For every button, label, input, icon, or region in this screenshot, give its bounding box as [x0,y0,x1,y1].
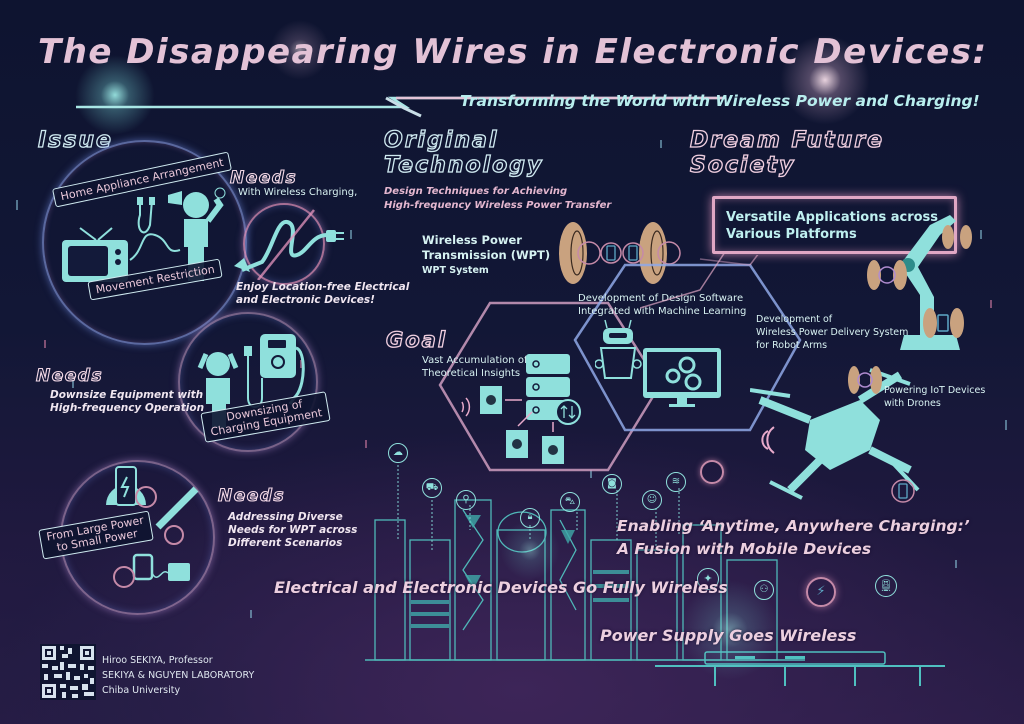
ai-robot-monitor-icon [595,319,721,407]
dream-heading-line-1: Dream Future [689,127,884,153]
streak [250,610,252,618]
credit-name: Hiroo SEKIYA, Professor [102,655,213,666]
versatile-line-1: Versatile Applications across [726,210,939,225]
streak [16,200,18,210]
dream-future-heading: Dream Future Society [689,127,884,178]
wpt-system-label: WPT System [422,265,489,276]
needs-2-line-2: High-frequency Operation [50,402,205,414]
poster-title: The Disappearing Wires in Electronic Dev… [38,32,988,72]
needs-heading-1: Needs [229,167,298,188]
glow-dot [780,35,870,125]
robot-line-2: Wireless Power Delivery System [756,327,909,338]
needs-heading-3: Needs [217,485,286,506]
goal-heading: Goal [385,327,448,352]
streak [1005,420,1007,430]
glow-dot [75,55,155,135]
camera-icon: ◙ [602,474,622,494]
robot-face-icon: ☺ [642,490,662,510]
tv-icon [62,227,128,282]
streak [930,50,932,58]
wpt-coils-icon [559,222,681,284]
wifi-icon: ≋ [666,472,686,492]
connector-line [640,251,726,309]
no-cable-circle [243,203,325,285]
lightbulb-icon: ✦ [697,568,719,590]
needs-3-line-1: Addressing Diverse [228,511,343,523]
credit-university: Chiba University [102,685,181,696]
signal-waves-icon [761,426,775,454]
poster-subtitle: Transforming the World with Wireless Pow… [460,92,980,110]
software-line-2: Integrated with Machine Learning [578,306,747,317]
wpt-line-1: Wireless Power [422,233,522,247]
fully-wireless-text: Electrical and Electronic Devices Go Ful… [274,578,728,597]
drone-line-2: with Drones [884,398,941,409]
train-icon: 🚆︎ [875,575,897,597]
software-line-1: Development of Design Software [578,293,744,304]
power-supply-text: Power Supply Goes Wireless [600,626,857,645]
streak [365,440,367,448]
battery-charging-icon: ⚡ [806,577,836,607]
streak [980,230,982,239]
person-icon: ⚇ [754,580,774,600]
car-icon: ⛍ [560,492,580,512]
needs-3-line-2: Needs for WPT across [228,524,358,536]
goal-software-label: Development of Design Software Integrate… [578,292,746,318]
streak [660,140,662,148]
original-desc-line-1: Design Techniques for Achieving [384,186,568,197]
robot-arm-label: Development of Wireless Power Delivery S… [756,313,908,352]
battery-ring-icon [891,479,915,503]
wpt-label: Wireless Power Transmission (WPT) WPT Sy… [422,233,550,278]
insights-line-1: Vast Accumulation of [422,355,528,366]
needs-1-line-2: and Electronic Devices! [236,294,375,306]
versatile-applications-box [712,196,957,254]
credit-lab: SEKIYA & NGUYEN LABORATORY [102,670,255,681]
robot-line-3: for Robot Arms [756,340,828,351]
drone-line-1: Powering IoT Devices [884,385,986,396]
streak [350,230,352,239]
dream-heading-line-2: Society [689,152,796,178]
needs-3-line-3: Different Scenarios [228,537,343,549]
needs-heading-2: Needs [35,365,104,386]
needs-2-line-1: Downsize Equipment with [50,389,204,401]
crossed-plug-icon [234,209,344,280]
server-database-icon [461,354,581,464]
mobile-fusion-line-2: A Fusion with Mobile Devices [617,540,872,558]
insights-line-2: Theoretical Insights [422,368,521,379]
city-skyline-illustration [365,465,805,661]
streak [72,380,74,388]
cart-icon: ⛟ [422,478,442,498]
streak [590,470,592,478]
goal-insights-label: Vast Accumulation of Theoretical Insight… [422,354,527,380]
glow-dot [500,520,560,580]
mobile-fusion-line-1: Enabling ‘Anytime, Anywhere Charging:’ [617,517,970,535]
needs-1-intro: With Wireless Charging, [238,187,358,198]
streak [955,560,957,568]
battery-icon [700,460,724,484]
robot-line-1: Development of [756,314,833,325]
drone-icon [750,366,920,500]
downsizing-circle [178,312,318,452]
original-technology-heading: Original Technology [383,127,544,178]
versatile-applications-label: Versatile Applications across Various Pl… [726,209,938,243]
versatile-line-2: Various Platforms [726,227,857,242]
original-heading-line-1: Original [383,127,499,153]
needs-1-line-1: Enjoy Location-free Electrical [236,281,410,293]
drone-label: Powering IoT Devices with Drones [884,384,985,410]
original-heading-line-2: Technology [383,152,544,178]
wpt-line-2: Transmission (WPT) [422,248,551,262]
qr-code-icon[interactable] [40,644,96,700]
cloud-icon: ☁ [388,443,408,463]
cable-icon [129,197,181,261]
train-bridge-illustration [655,651,945,686]
glow-dot [270,20,330,80]
robot-arm-icon [867,215,972,350]
lock-icon: 🔒︎ [520,508,540,528]
streak [44,340,46,348]
original-desc-line-2: High-frequency Wireless Power Transfer [384,200,612,211]
search-icon: ⚲ [456,490,476,510]
glow-dot [680,580,780,680]
streak [990,300,992,308]
lightning-divider-icon [76,96,726,118]
devices-charging-icon [106,466,199,588]
